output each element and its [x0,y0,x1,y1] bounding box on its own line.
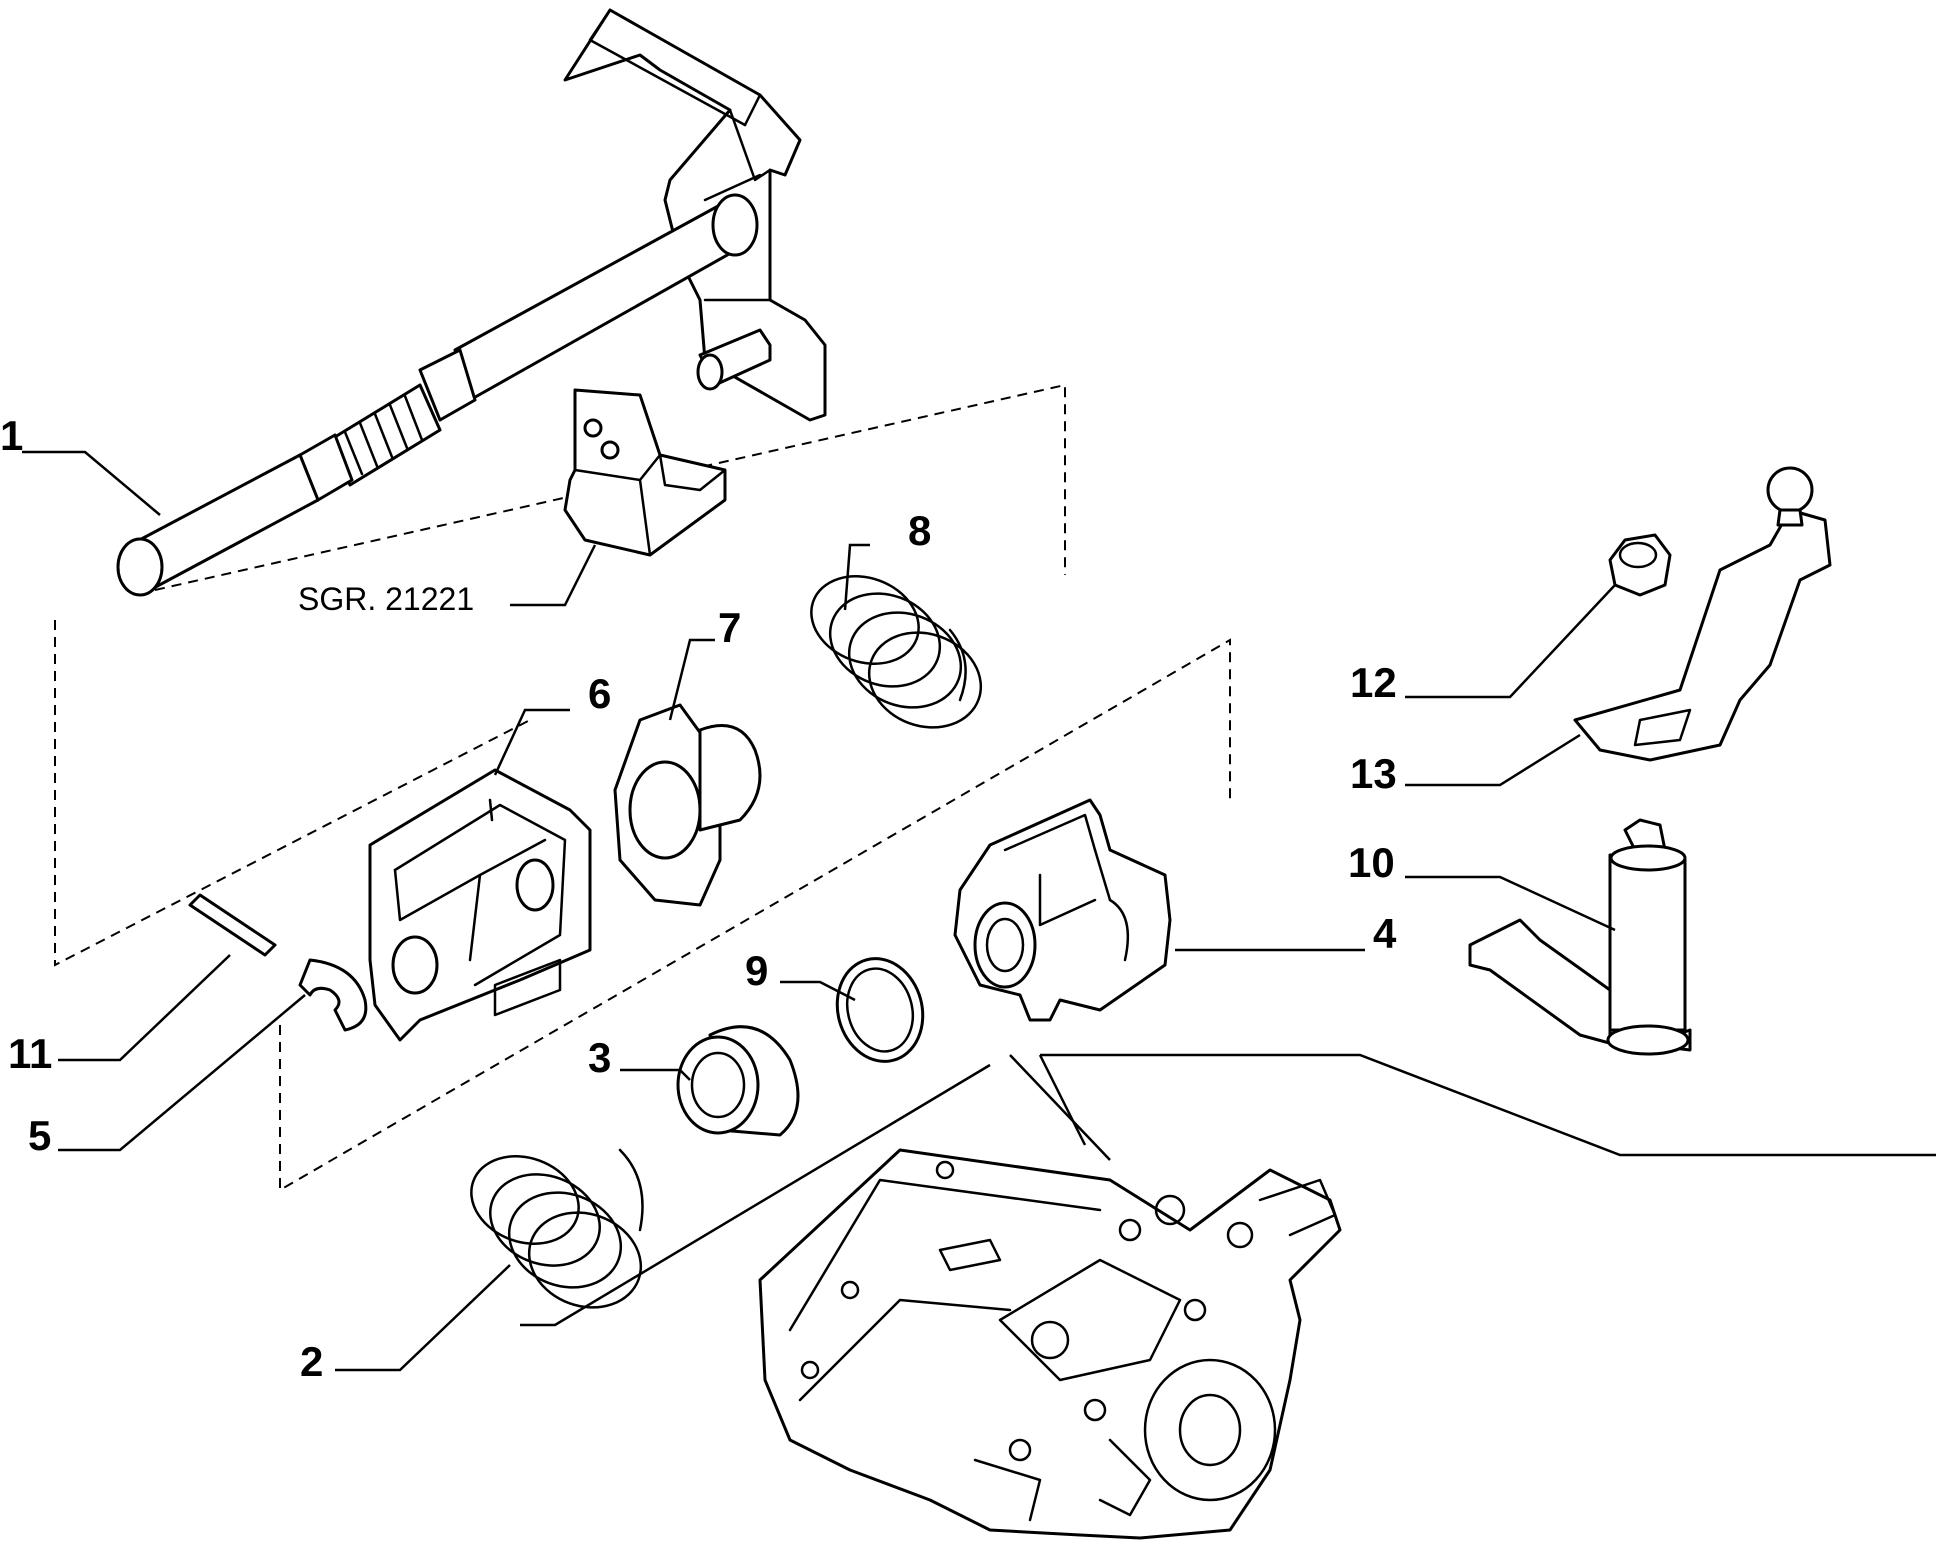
part-4-selector-cam [953,798,1172,1022]
callout-labels: 1 2 3 4 5 6 7 8 9 10 11 12 13 SGR. 21221 [0,412,1397,1385]
callout-6: 6 [588,670,611,717]
callout-3: 3 [588,1034,611,1081]
leader-12 [1405,584,1616,699]
leader-5 [58,994,306,1152]
part-5-circlip [298,958,368,1032]
leader-1 [22,450,161,516]
callout-7: 7 [718,604,741,651]
callout-8: 8 [908,507,931,554]
part-11-roll-pin [188,893,277,957]
part-9-washer-ring [835,957,925,1063]
callout-1: 1 [0,412,23,459]
leader-sgr [510,544,597,607]
callout-13: 13 [1350,750,1397,797]
leader-11 [58,954,231,1062]
leader-gearbox-d [520,1063,991,1327]
leader-lines [22,450,1936,1372]
gearbox-housing [758,1148,1342,1540]
leader-gearbox-b [1038,1054,1087,1146]
callout-2: 2 [300,1338,323,1385]
part-1-shift-shaft [116,8,827,597]
part-2-spring [470,1148,644,1309]
leader-gearbox-c [1040,1053,1936,1157]
leader-2 [335,1264,511,1372]
leader-7 [668,638,715,721]
callout-4: 4 [1373,910,1397,957]
part-6-selector-housing [368,768,592,1042]
part-10-pivot-pin [1468,818,1692,1056]
callout-11: 11 [8,1030,52,1077]
callout-10: 10 [1348,839,1395,886]
leader-3 [620,1068,691,1081]
part-7-flanged-bushing [613,703,762,907]
part-12-nut [1608,533,1672,597]
leader-9 [780,980,856,1002]
callout-9: 9 [745,947,768,994]
leader-10 [1405,875,1616,932]
sgr-bracket [563,388,727,557]
leader-8 [843,543,870,611]
callout-12: 12 [1350,659,1397,706]
part-8-spring [810,575,983,729]
callout-5: 5 [28,1112,51,1159]
assembly-guide-lines [54,383,1231,1192]
reference-sgr-21221: SGR. 21221 [298,581,474,617]
leader-13 [1405,733,1581,787]
part-3-bushing [676,1025,800,1137]
leader-gearbox-a [1009,1054,1111,1161]
leader-6 [493,708,570,776]
part-13-lever [1573,466,1832,762]
